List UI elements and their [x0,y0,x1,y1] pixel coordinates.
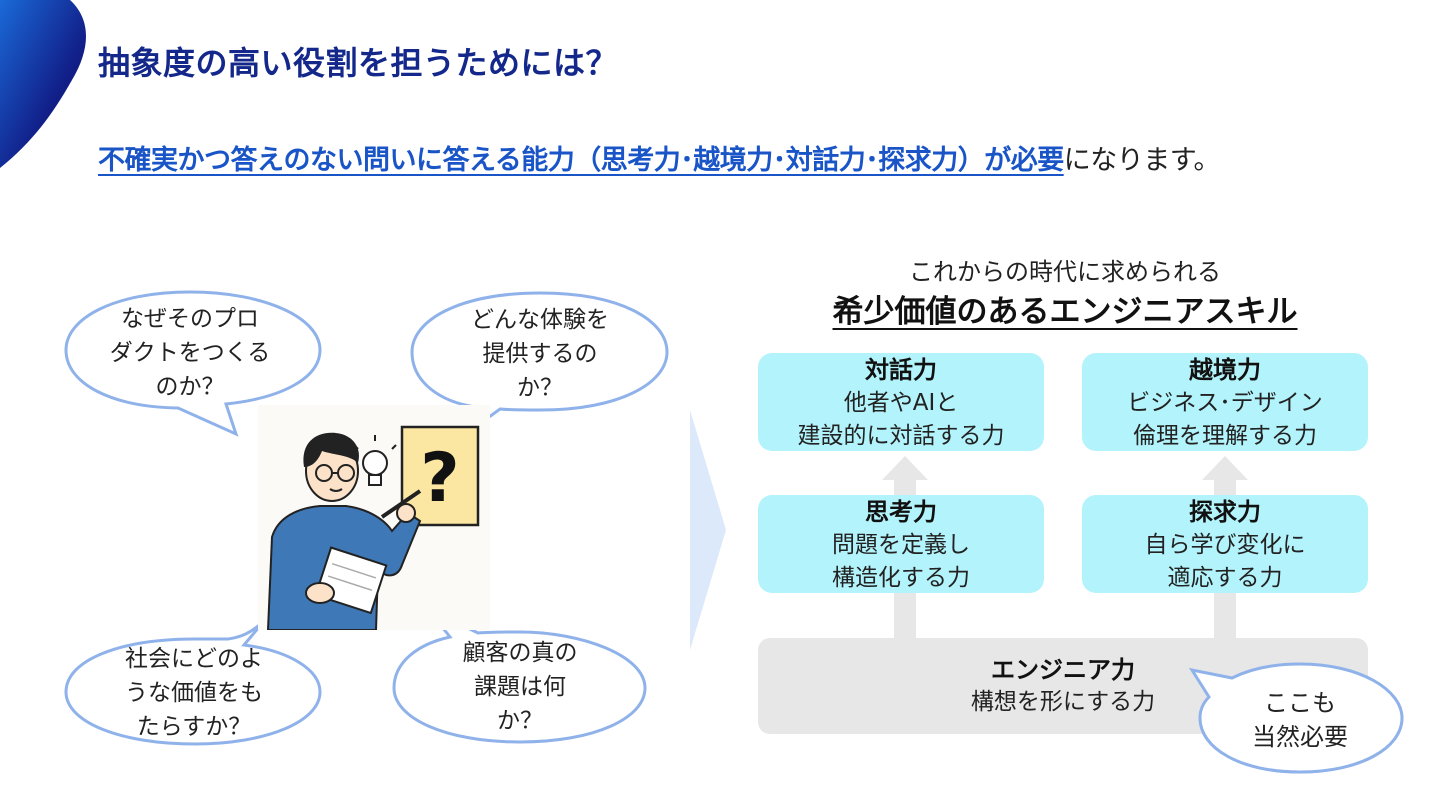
card-desc: 他者やAIと 建設的に対話する力 [797,390,1005,449]
corner-decoration [0,0,86,168]
bubble-shape-1 [64,290,322,437]
card-title: エンジニア力 [991,656,1135,684]
slide-title: 抽象度の高い役割を担うためには？ [98,44,619,82]
bubble-text-2: どんな体験を 提供するの か？ [471,307,609,401]
bubble-shape-2 [410,291,669,432]
card-desc: ビジネス･デザイン 倫理を理解する力 [1127,390,1323,449]
card-desc: 問題を定義し 構造化する力 [832,532,970,591]
skills-heading: 希少価値のあるエンジニアスキル [832,294,1298,330]
card-desc: 自ら学び変化に 適応する力 [1144,532,1306,591]
card-title: 思考力 [865,498,937,526]
slide-subtitle: 不確実かつ答えのない問いに答える能力（思考力･越境力･対話力･探求力）が必要にな… [98,138,1221,177]
subtitle-highlight: 不確実かつ答えのない問いに答える能力（思考力･越境力･対話力･探求力）が必要 [98,145,1064,176]
card-title: 対話力 [865,356,937,384]
bubble-text-3: 社会にどのよ うな価値をも たらすか？ [125,646,263,740]
skill-card-crossover: 越境力 ビジネス･デザイン 倫理を理解する力 [1082,353,1368,451]
skill-card-inquiry: 探求力 自ら学び変化に 適応する力 [1082,495,1368,593]
bubble-text-5: ここも 当然必要 [1252,689,1348,751]
chevron-right-icon [690,410,726,650]
subtitle-rest: になります。 [1063,145,1221,176]
card-desc: 構想を形にする力 [970,689,1156,715]
skill-card-dialogue: 対話力 他者やAIと 建設的に対話する力 [758,353,1044,451]
person-thinking-illustration: ? [258,405,490,630]
bubble-text-4: 顧客の真の 課題は何 か？ [462,640,578,734]
lightbulb-icon [353,435,397,486]
bubble-text-1: なぜそのプロ ダクトをつくる のか？ [109,306,271,400]
skills-subheading: これからの時代に求められる [909,258,1221,286]
card-title: 越境力 [1189,356,1261,384]
card-title: 探求力 [1189,498,1261,526]
bubble-shape-3 [64,613,322,746]
skill-card-thinking: 思考力 問題を定義し 構造化する力 [758,495,1044,593]
svg-text:?: ? [420,439,459,518]
